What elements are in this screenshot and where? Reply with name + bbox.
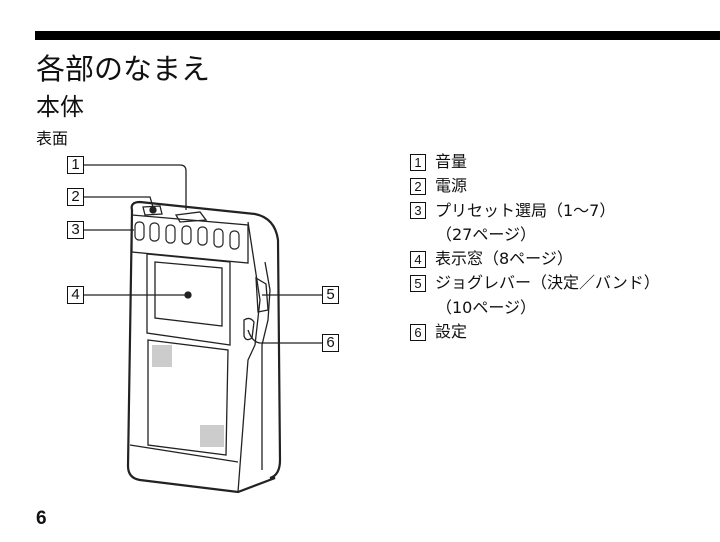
callout-6: 6 bbox=[322, 334, 339, 352]
list-item: 3 プリセット選局（1〜7） bbox=[410, 199, 660, 223]
item-label: 表示窓（8ページ） bbox=[435, 249, 573, 269]
subsection-title: 表面 bbox=[36, 129, 69, 148]
section-title: 本体 bbox=[36, 93, 84, 121]
item-label: 音量 bbox=[435, 152, 468, 171]
callout-2: 2 bbox=[67, 188, 84, 206]
item-number: 2 bbox=[410, 177, 426, 195]
item-label: ジョグレバー（決定／バンド） bbox=[435, 273, 660, 293]
list-item: 6 設定 bbox=[410, 320, 660, 344]
list-item: 5 ジョグレバー（決定／バンド） bbox=[410, 271, 660, 295]
item-number: 4 bbox=[410, 250, 426, 268]
list-item: 4 表示窓（8ページ） bbox=[410, 247, 660, 271]
list-item: 1 音量 bbox=[410, 150, 660, 174]
page-title: 各部のなまえ bbox=[36, 52, 211, 86]
item-number: 6 bbox=[410, 323, 426, 341]
callout-1: 1 bbox=[67, 156, 84, 174]
item-label: 設定 bbox=[435, 322, 468, 342]
list-item: 2 電源 bbox=[410, 174, 660, 198]
parts-list: 1 音量 2 電源 3 プリセット選局（1〜7） （27ページ） 4 表示窓（8ページ）… bbox=[410, 150, 660, 344]
item-number: 5 bbox=[410, 275, 426, 293]
callout-4: 4 bbox=[67, 286, 84, 304]
item-number: 1 bbox=[410, 153, 426, 171]
item-label: プリセット選局（1〜7） bbox=[435, 200, 616, 220]
item-page-ref: （10ページ） bbox=[436, 297, 537, 317]
page-number: 6 bbox=[36, 508, 47, 529]
item-page-ref: （27ページ） bbox=[436, 224, 537, 244]
item-number: 3 bbox=[410, 202, 426, 220]
callout-5: 5 bbox=[322, 286, 339, 304]
item-label: 電源 bbox=[435, 176, 468, 196]
header-rule bbox=[35, 31, 720, 40]
callout-3: 3 bbox=[67, 221, 84, 239]
